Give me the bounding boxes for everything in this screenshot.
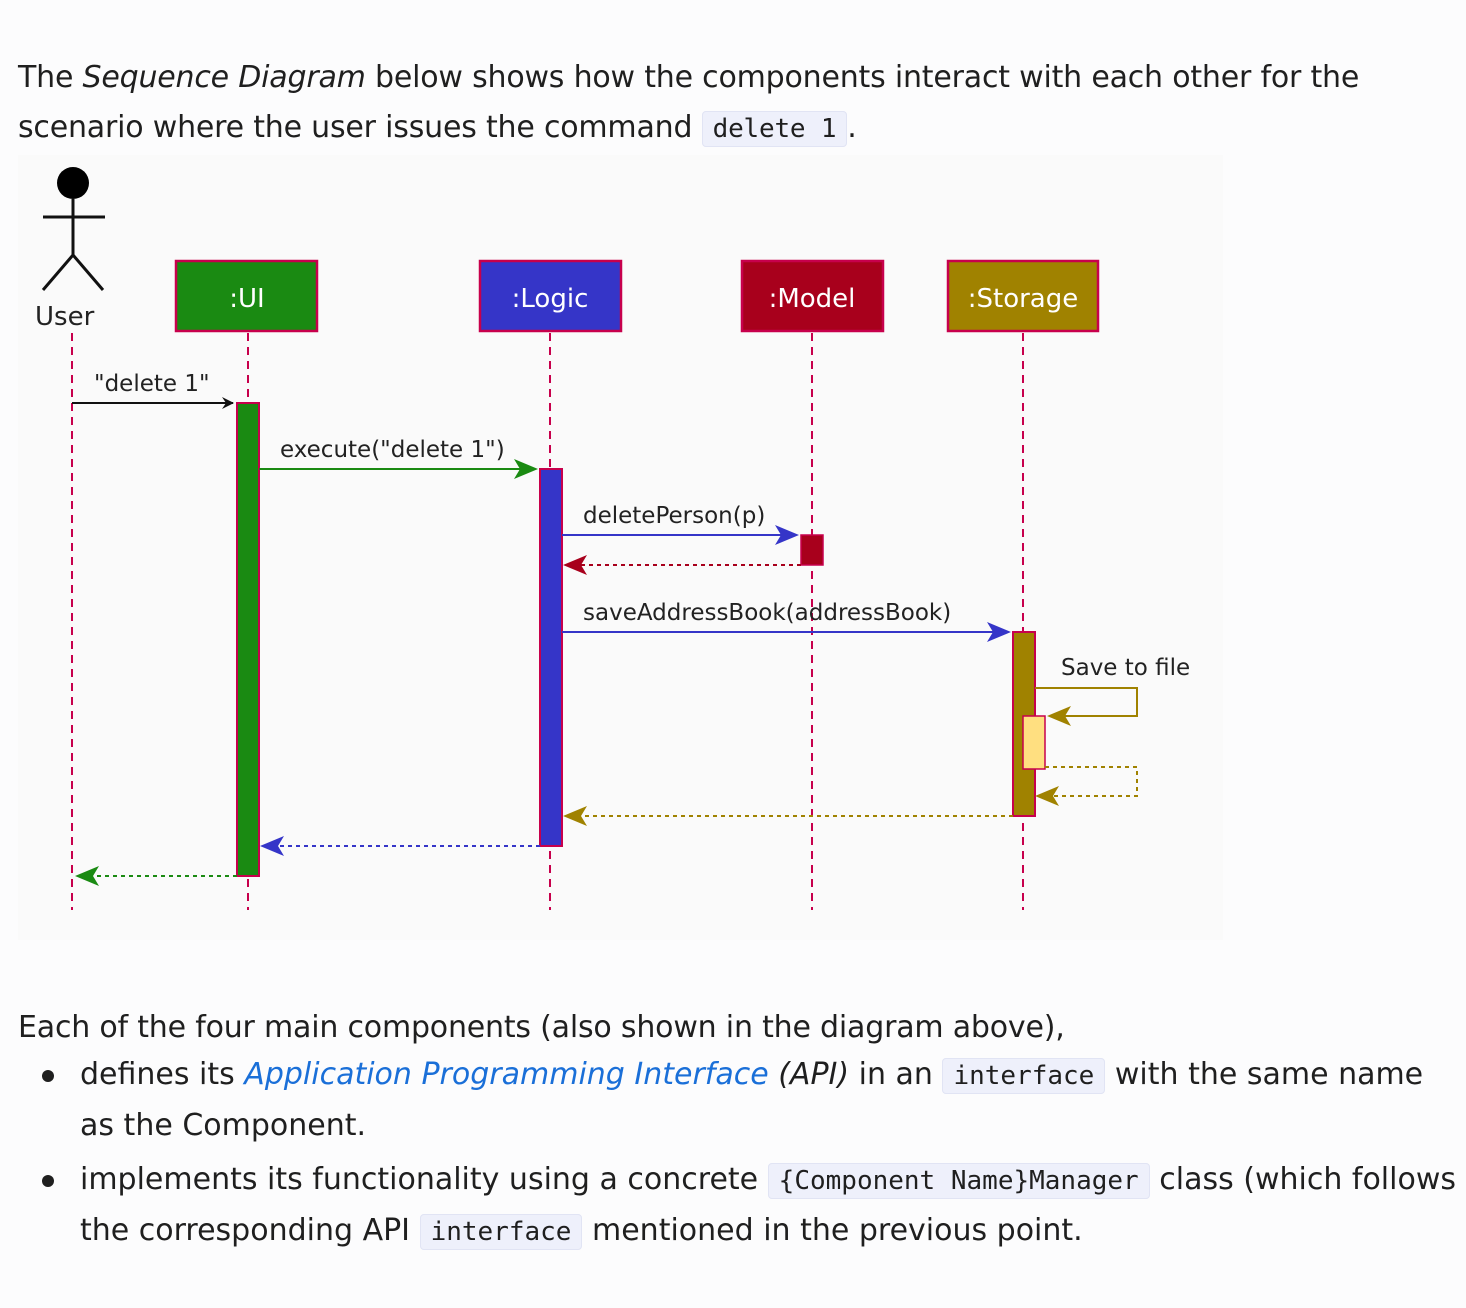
- sequence-diagram: User :UI :Logic :Model :Storage "delete …: [18, 155, 1223, 940]
- model-activation-bar: [800, 534, 824, 566]
- participant-model-box: [740, 259, 885, 333]
- return-model-to-logic: [563, 555, 801, 575]
- message-logic-to-model-label: deletePerson(p): [583, 503, 765, 529]
- list-text: defines its: [80, 1057, 245, 1092]
- message-ui-to-logic-label: execute("delete 1"): [280, 437, 505, 463]
- ui-activation-bar: [236, 402, 260, 877]
- bullet-icon: [42, 1175, 54, 1187]
- participant-model: :Model: [740, 259, 885, 333]
- message-user-to-ui: "delete 1": [72, 371, 234, 409]
- message-user-to-ui-label: "delete 1": [94, 371, 210, 397]
- command-code: delete 1: [701, 111, 848, 147]
- return-storage-self: [1035, 766, 1138, 806]
- return-logic-to-ui: [260, 836, 540, 856]
- list-item: implements its functionality using a con…: [18, 1155, 1458, 1257]
- list-text: implements its functionality using a con…: [80, 1162, 768, 1197]
- logic-activation-bar: [539, 468, 563, 847]
- sequence-diagram-svg: User :UI :Logic :Model :Storage "delete …: [35, 167, 1190, 910]
- interface-code: interface: [419, 1214, 583, 1250]
- storage-self-activation-bar: [1022, 715, 1046, 770]
- interface-code: interface: [942, 1058, 1106, 1094]
- participant-storage: :Storage: [946, 259, 1100, 333]
- message-ui-to-logic: execute("delete 1"): [259, 437, 538, 479]
- intro-text: The: [18, 60, 83, 95]
- participant-model-label: :Model: [769, 284, 856, 314]
- message-logic-to-storage-label: saveAddressBook(addressBook): [583, 600, 951, 626]
- list-text: in an: [849, 1057, 943, 1092]
- participant-ui-box: [174, 259, 319, 333]
- participant-ui: :UI: [174, 259, 319, 333]
- component-rules-list: defines its Application Programming Inte…: [18, 1050, 1458, 1261]
- participant-logic-box: [478, 259, 623, 333]
- message-storage-self: Save to file: [1035, 655, 1190, 726]
- user-actor-icon: [41, 167, 105, 291]
- bullet-icon: [42, 1070, 54, 1082]
- list-text: mentioned in the previous point.: [582, 1213, 1083, 1248]
- intro-text: below shows how the components interact …: [18, 60, 1360, 145]
- intro-text: .: [847, 110, 857, 145]
- participant-storage-label: :Storage: [968, 284, 1079, 314]
- return-storage-to-logic: [563, 806, 1013, 826]
- intro-paragraph: The Sequence Diagram below shows how the…: [18, 53, 1438, 154]
- intro-emphasis: Sequence Diagram: [82, 60, 366, 95]
- participant-logic-label: :Logic: [512, 284, 589, 314]
- list-item: defines its Application Programming Inte…: [18, 1050, 1458, 1151]
- message-storage-self-label: Save to file: [1061, 655, 1190, 681]
- participant-ui-label: :UI: [229, 284, 264, 314]
- message-logic-to-model: deletePerson(p): [562, 503, 799, 545]
- list-text: with the same name as the Component.: [80, 1057, 1424, 1143]
- api-abbr: (API): [768, 1057, 850, 1092]
- participant-logic: :Logic: [478, 259, 623, 333]
- list-text: class (which follows the corresponding A…: [80, 1162, 1456, 1248]
- participant-storage-box: [946, 259, 1100, 333]
- return-ui-to-user: [75, 866, 237, 886]
- api-link[interactable]: Application Programming Interface: [244, 1057, 769, 1092]
- message-logic-to-storage: saveAddressBook(addressBook): [562, 600, 1011, 642]
- user-actor-label: User: [35, 302, 95, 332]
- components-intro: Each of the four main components (also s…: [18, 1010, 1065, 1045]
- manager-class-code: {Component Name}Manager: [767, 1163, 1150, 1199]
